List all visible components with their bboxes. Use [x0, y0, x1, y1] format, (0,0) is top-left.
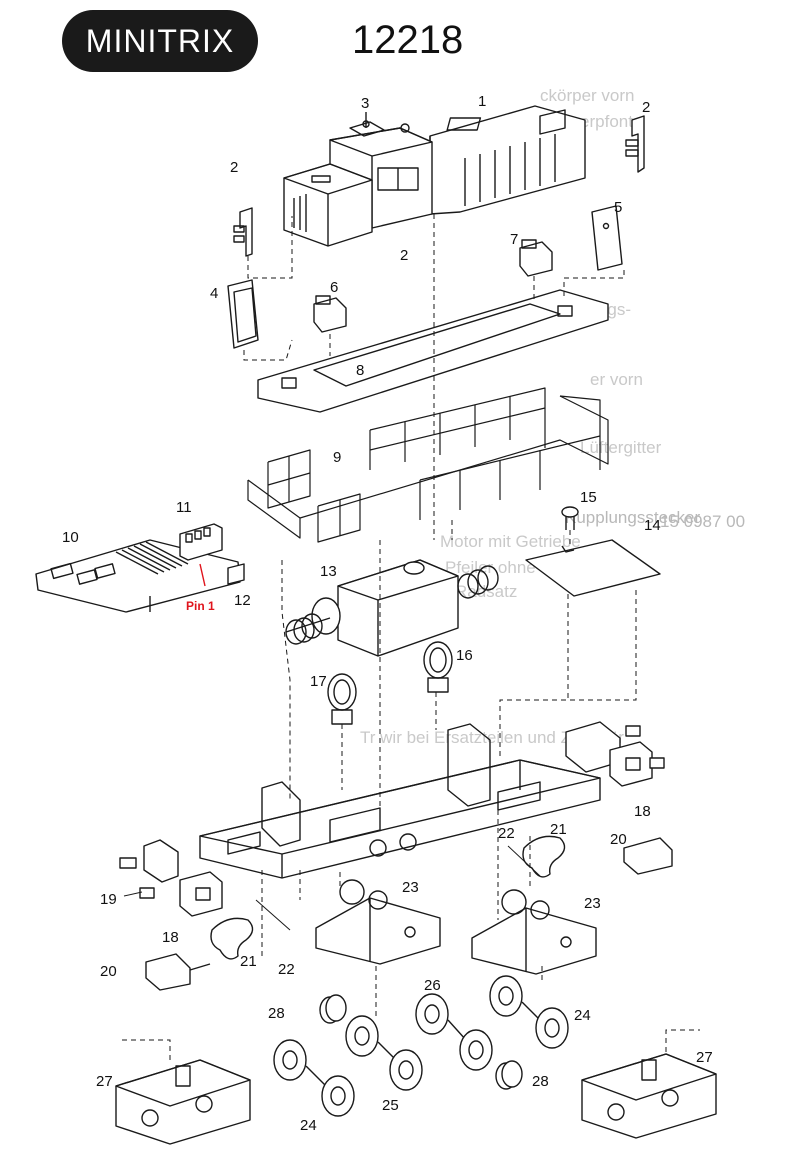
part-6-clip: [313, 295, 347, 333]
callout-12: 12: [234, 592, 251, 609]
part-15-screw: [561, 506, 579, 530]
part-28-tyre-left: [319, 994, 347, 1024]
part-2-bracket-left: [233, 207, 253, 257]
bleed-text: Radsatz: [455, 582, 518, 601]
part-23-gear-block-left: [315, 879, 441, 965]
callout-13: 13: [320, 563, 337, 580]
part-28-tyre-right: [495, 1060, 523, 1090]
part-21-plate-left: [210, 917, 254, 960]
bleed-text: ckörper vorn: [540, 86, 635, 105]
callout-17: 17: [310, 673, 327, 690]
callout-6: 6: [330, 279, 338, 296]
callout-3: 3: [361, 95, 369, 112]
callout-24: 24: [300, 1117, 317, 1134]
part-20-coupler-left-top: [143, 839, 179, 883]
part-2-hood-front: [283, 163, 373, 247]
part-12-plug: [227, 563, 245, 585]
callout-22: 22: [498, 825, 515, 842]
bleed-text: 15 0987 00: [660, 512, 746, 531]
part-7-clip: [519, 239, 553, 277]
callout-19: 19: [100, 891, 117, 908]
callout-26: 26: [424, 977, 441, 994]
callout-27: 27: [96, 1073, 113, 1090]
callout-21: 21: [550, 821, 567, 838]
part-1-loco-body: [429, 105, 586, 215]
callout-2: 2: [400, 247, 408, 264]
callout-16: 16: [456, 647, 473, 664]
wheelset-26: [415, 993, 493, 1071]
callout-11: 11: [176, 499, 192, 516]
part-19-pin-right: [625, 725, 641, 737]
part-8-frame-plate: [257, 289, 609, 413]
part-3-pin: [362, 112, 370, 128]
callout-14: 14: [644, 517, 661, 534]
callout-22: 22: [278, 961, 295, 978]
part-20-coupler-right: [623, 837, 673, 875]
callout-18: 18: [634, 803, 651, 820]
callout-25: 25: [382, 1097, 399, 1114]
wheelset-25: [345, 1015, 423, 1091]
callout-28: 28: [268, 1005, 285, 1022]
model-number: 12218: [352, 18, 464, 62]
part-11-connector: [179, 523, 223, 561]
part-19-pin: [139, 887, 155, 899]
callout-28: 28: [532, 1073, 549, 1090]
callout-4: 4: [210, 285, 218, 302]
part-13-motor: [285, 559, 499, 657]
callout-23: 23: [402, 879, 419, 896]
callout-15: 15: [580, 489, 597, 506]
callout-20: 20: [100, 963, 117, 980]
part-19-pin-top: [119, 857, 137, 869]
part-27-bogie-right: [581, 1053, 717, 1139]
callout-numbers: 1 2 2 2 3 4 5 6 7 8 9 10 11 12 13 14 15 …: [62, 93, 713, 1134]
part-14-cover-plate: [525, 539, 661, 597]
callout-2: 2: [230, 159, 238, 176]
callout-8: 8: [356, 362, 364, 379]
part-4-plate: [227, 279, 259, 349]
part-5-plate: [591, 205, 623, 271]
part-17-bearing: [327, 673, 357, 725]
callout-7: 7: [510, 231, 518, 248]
callout-18: 18: [162, 929, 179, 946]
worm-gear-front: [285, 613, 331, 645]
bleed-text: er vorn: [590, 370, 643, 389]
callout-10: 10: [62, 529, 79, 546]
brand-logo: MINITRIX: [62, 10, 258, 72]
assembly-lines: [120, 214, 700, 1060]
callout-23: 23: [584, 895, 601, 912]
part-16-bearing: [423, 641, 453, 693]
bleed-text: Tr wir bei Ersatzteilen und Zubehör: [360, 728, 624, 747]
part-18-coupler-box-right: [609, 741, 653, 787]
worm-gear-rear: [457, 565, 499, 599]
part-20-coupler-left: [145, 953, 211, 991]
callout-2: 2: [642, 99, 650, 116]
callout-27: 27: [696, 1049, 713, 1066]
part-2-bracket-right: [625, 115, 645, 173]
callout-1: 1: [478, 93, 486, 110]
bleed-text: Motor mit Getriebe: [440, 532, 581, 551]
callout-9: 9: [333, 449, 341, 466]
callout-5: 5: [614, 199, 622, 216]
part-27-bogie-left: [115, 1059, 251, 1145]
leader-lines: [123, 563, 541, 931]
part-21-plate-right: [522, 835, 566, 878]
callout-24: 24: [574, 1007, 591, 1024]
wheelset-24-left: [273, 1039, 355, 1117]
callout-20: 20: [610, 831, 627, 848]
pin-1-label: Pin 1: [186, 599, 215, 613]
bleed-text: Kupplungsstecker: [565, 508, 701, 527]
callout-21: 21: [240, 953, 257, 970]
part-23-gear-block-right: [471, 889, 597, 975]
wheelset-24-right: [489, 975, 569, 1049]
part-9-window-frame: [247, 387, 609, 543]
part-18-coupler-box-left: [179, 871, 223, 917]
